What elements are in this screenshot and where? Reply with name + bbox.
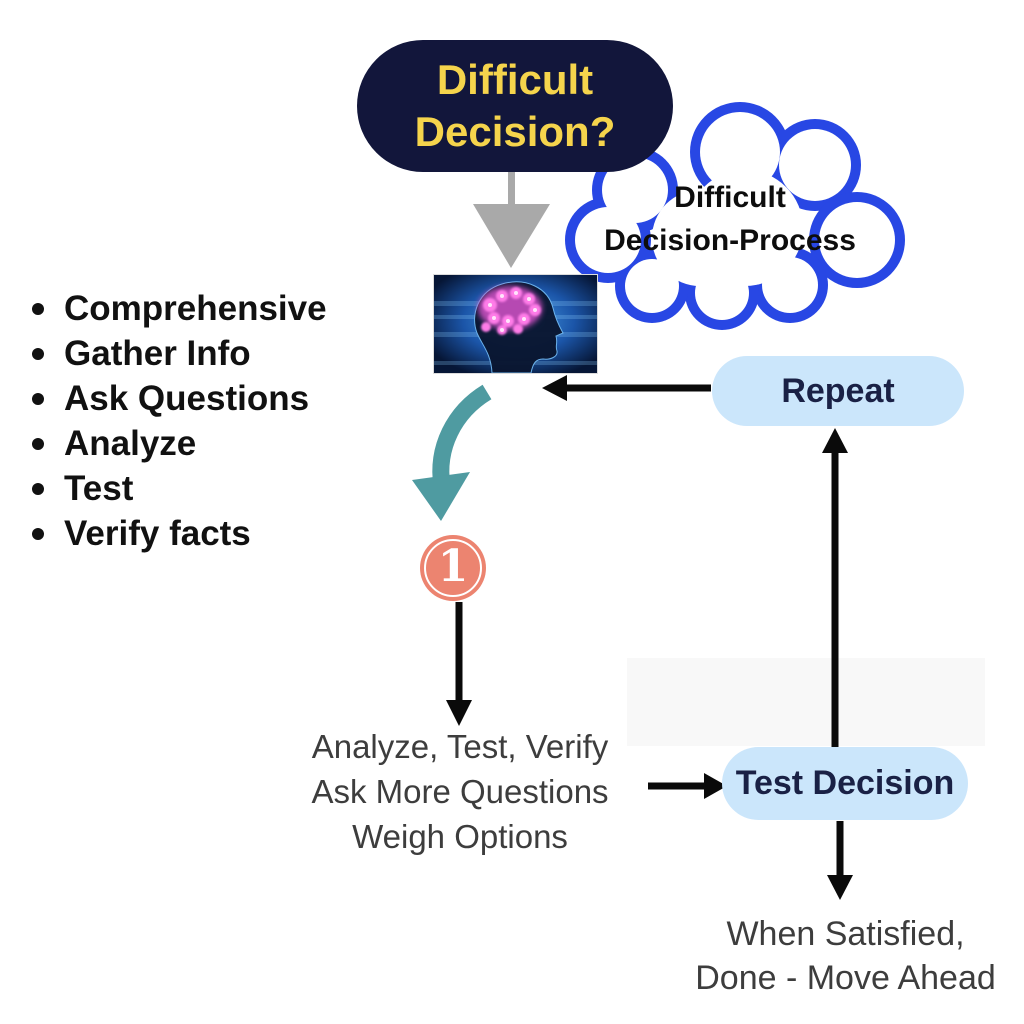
bullet-icon	[32, 528, 44, 540]
bullet-icon	[32, 393, 44, 405]
cloud-label-line2: Decision-Process	[604, 224, 856, 257]
step-number: 1	[437, 541, 469, 592]
arrow-repeat-to-brain-icon	[542, 375, 711, 401]
glowing-brain	[478, 286, 542, 335]
bullet-icon	[32, 483, 44, 495]
bullet-icon	[32, 438, 44, 450]
repeat-node: Repeat	[712, 356, 964, 426]
outcome-note: When Satisfied, Done - Move Ahead	[688, 912, 1003, 1000]
list-item: Test	[30, 466, 327, 511]
test-decision-label: Test Decision	[735, 764, 955, 802]
step-1-badge-icon: 1	[420, 535, 486, 601]
list-item: Gather Info	[30, 331, 327, 376]
arrow-badge-to-note-icon	[446, 602, 472, 726]
bullet-icon	[32, 303, 44, 315]
faint-background-panel	[627, 658, 985, 746]
brain-image	[433, 274, 598, 374]
question-bubble-line1: Difficult	[436, 56, 594, 103]
arrow-note-to-test-decision-icon	[648, 773, 727, 799]
list-item: Verify facts	[30, 511, 327, 556]
list-item: Comprehensive	[30, 286, 327, 331]
thought-cloud-icon	[565, 102, 905, 330]
list-item: Ask Questions	[30, 376, 327, 421]
test-decision-node: Test Decision	[722, 747, 968, 820]
teal-curved-arrow-icon	[412, 384, 492, 521]
question-bubble-line2: Decision?	[414, 108, 616, 155]
gray-down-arrow-icon	[473, 170, 550, 268]
process-note-line2: Ask More Questions	[311, 773, 609, 810]
criteria-list: Comprehensive Gather Info Ask Questions …	[30, 286, 327, 556]
cloud-label: Difficult Decision-Process	[580, 176, 880, 262]
question-bubble: Difficult Decision?	[357, 40, 673, 172]
repeat-label: Repeat	[781, 371, 895, 410]
list-item: Analyze	[30, 421, 327, 466]
bullet-icon	[32, 348, 44, 360]
outcome-note-line1: When Satisfied,	[726, 915, 965, 953]
arrow-test-decision-to-outcome-icon	[827, 821, 853, 900]
outcome-note-line2: Done - Move Ahead	[695, 959, 996, 997]
arrow-test-decision-to-repeat-icon	[822, 428, 848, 747]
process-note-line3: Weigh Options	[352, 818, 568, 855]
cloud-label-line1: Difficult	[674, 181, 786, 214]
process-note-line1: Analyze, Test, Verify	[311, 728, 609, 765]
process-note: Analyze, Test, Verify Ask More Questions…	[295, 724, 625, 859]
